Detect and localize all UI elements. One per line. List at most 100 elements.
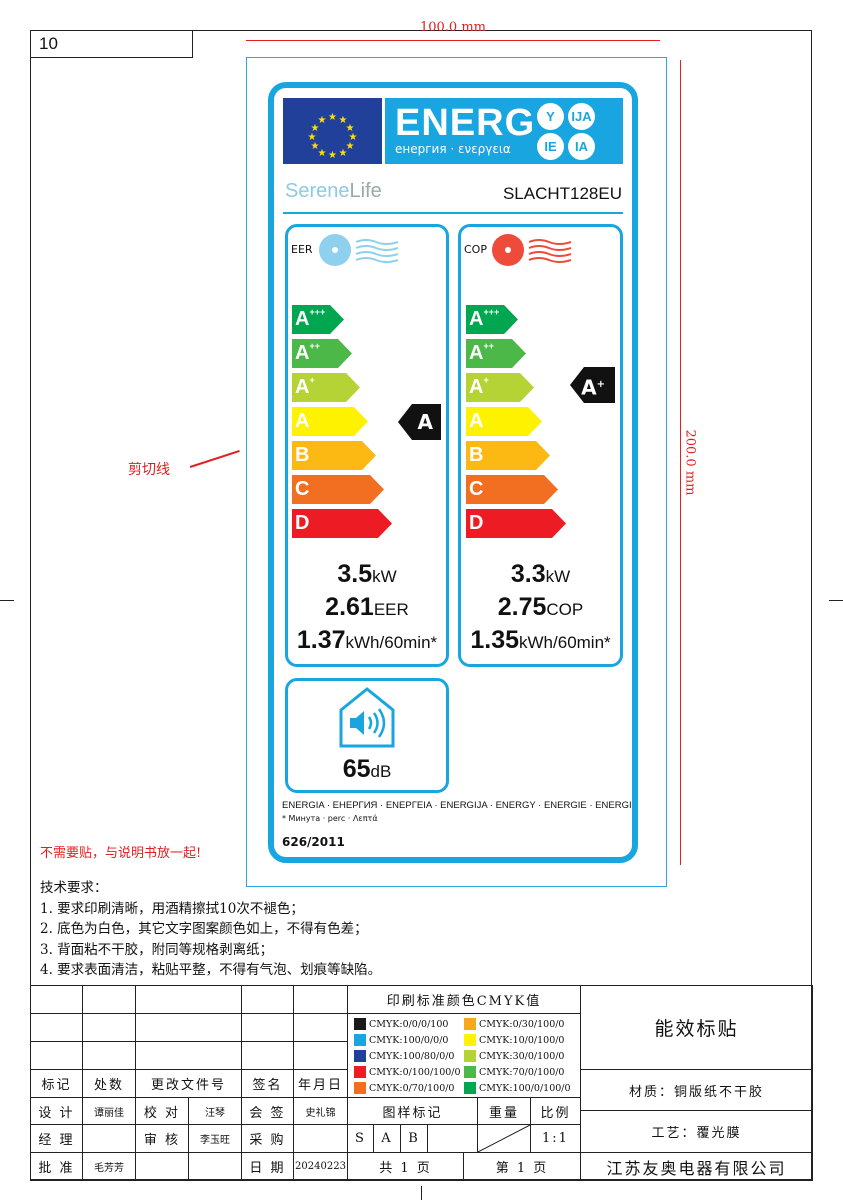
weight-cell [477,1124,531,1153]
cop-ratio: 2.75COP [497,593,584,621]
eer-ratio: 2.61EER [325,593,409,621]
requirement-item: 4. 要求表面清洁，粘贴平整，不得有气泡、划痕等缺陷。 [40,962,382,978]
color-swatch: CMYK:100/0/0/0 [354,1032,464,1048]
table-cell [135,1152,189,1181]
color-swatch: CMYK:0/70/100/0 [354,1080,464,1096]
speaker-house-icon [338,686,396,752]
designer: 谭丽佳 [82,1097,136,1125]
suffix: IJA [568,103,595,130]
countersigner: 史礼锦 [293,1097,348,1125]
drawing-frame [30,30,812,1180]
table-cell [293,985,348,1014]
design: 设 计 [30,1097,83,1125]
svg-text:★: ★ [346,141,355,152]
energy-class-arrow: A++ [292,339,352,368]
page-number: 第 1 页 [463,1152,581,1181]
color-swatch: CMYK:100/80/0/0 [354,1048,464,1064]
regulation-number: 626/2011 [282,835,345,849]
requirements-title: 技术要求： [40,880,108,896]
table-cell [135,1041,242,1070]
color-swatch: CMYK:0/0/0/100 [354,1016,464,1032]
process: 工艺：覆光膜 [580,1110,813,1153]
svg-text:★: ★ [308,132,317,143]
pattern-mark [427,1124,478,1153]
header-cell: 处数 [82,1069,136,1098]
weight-label: 重量 [477,1097,531,1125]
cop-consumption: 1.35kWh/60min* [470,626,611,654]
table-cell [241,985,294,1014]
table-cell [188,1152,242,1181]
cop-title: COP [464,243,487,256]
cop-capacity: 3.3kW [510,560,571,588]
energy-class-arrow: A+ [466,373,534,402]
manager: 经 理 [30,1124,83,1153]
table-cell [293,1013,348,1042]
table-cell [135,1013,242,1042]
suffix: Y [537,103,564,130]
table-cell [82,1013,136,1042]
header-cell: 更改文件号 [135,1069,242,1098]
header-cell: 标记 [30,1069,83,1098]
cmyk-title: 印刷标准颜色CMYK值 [347,985,581,1014]
check: 校 对 [135,1097,189,1125]
note: 不需要贴，与说明书放一起! [40,846,202,861]
energy-class-arrow: B [466,441,550,470]
brand-logo: SereneLife [285,180,382,202]
cop-panel [458,224,623,667]
svg-text:★: ★ [318,148,327,159]
svg-text:★: ★ [328,150,337,161]
eer-panel [285,224,449,667]
suffix: IA [568,133,595,160]
width-dimension-line [246,40,660,41]
color-swatch: CMYK:0/100/100/0 [354,1064,464,1080]
eer-capacity: 3.5kW [337,560,397,588]
pattern-mark-label: 图样标记 [347,1097,478,1125]
eer-consumption: 1.37kWh/60min* [296,626,438,654]
color-swatch: CMYK:0/30/100/0 [464,1016,574,1032]
scale-label: 比例 [530,1097,581,1125]
table-cell [241,1013,294,1042]
energy-subtitle: енергия · ενεργεια [395,142,511,156]
table-cell [82,1124,136,1153]
table-cell [135,985,242,1014]
svg-text:★: ★ [339,148,348,159]
date: 20240223 [293,1152,348,1181]
sheet-number: 10 [30,30,193,58]
table-cell [293,1124,348,1153]
table-cell [30,985,83,1014]
date_label: 日 期 [241,1152,294,1181]
header-cell: 年月日 [293,1069,348,1098]
requirement-item: 1. 要求印刷清晰，用酒精擦拭10次不褪色； [40,900,304,917]
pattern-mark: B [400,1124,428,1153]
noise-panel [285,678,449,793]
table-cell [30,1041,83,1070]
height-dimension-line [680,60,681,865]
energy-class-arrow: D [292,509,392,538]
color-swatch: CMYK:70/0/100/0 [464,1064,574,1080]
energy-class-arrow: C [466,475,558,504]
energy-class-arrow: A++ [466,339,526,368]
noise-level: 65dB [342,755,392,783]
energy-class-arrow: A+ [292,373,360,402]
cooling-fan-icon [318,232,400,272]
heating-fan-icon [491,232,573,272]
checker: 汪琴 [188,1097,242,1125]
drawing-title: 能效标贴 [580,985,813,1070]
requirement-item: 3. 背面粘不干胶，附同等规格剥离纸； [40,941,274,958]
technical-requirements: 技术要求： 1. 要求印刷清晰，用酒精擦拭10次不褪色； 2. 底色为白色，其它… [40,878,381,981]
countersign: 会 签 [241,1097,294,1125]
cut-line-label: 剪切线 [128,462,170,478]
svg-text:★: ★ [311,123,320,134]
svg-text:★: ★ [349,132,358,143]
total-pages: 共 1 页 [347,1152,464,1181]
minute-note: * Минута · perc · Λεπτά [282,814,378,823]
svg-text:★: ★ [346,123,355,134]
header-cell: 签名 [241,1069,294,1098]
eu-flag-icon: ★★★★★★★★★★★★ [283,98,382,164]
color-swatch: CMYK:100/0/100/0 [464,1080,574,1096]
table-cell [241,1041,294,1070]
material: 材质：铜版纸不干胶 [580,1069,813,1111]
review: 审 核 [135,1124,189,1153]
pattern-mark: A [373,1124,401,1153]
scale-value: 1:1 [530,1124,581,1153]
